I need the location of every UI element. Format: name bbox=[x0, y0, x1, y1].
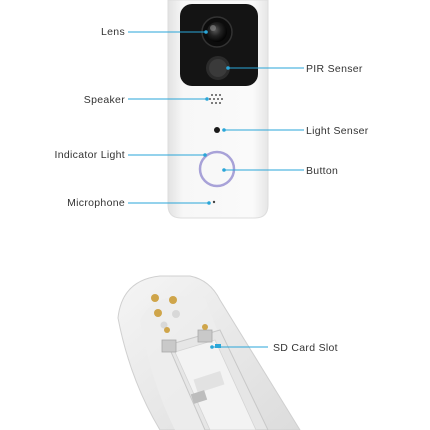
pir-sensor-icon bbox=[206, 56, 230, 80]
label-lens: Lens bbox=[101, 26, 125, 38]
label-light-sensor: Light Senser bbox=[306, 125, 369, 137]
label-button: Button bbox=[306, 165, 338, 177]
leader-lines-top bbox=[128, 30, 304, 205]
light-sensor-icon bbox=[214, 127, 220, 133]
button-icon bbox=[198, 150, 236, 188]
speaker-grille-icon bbox=[209, 94, 223, 104]
microphone-icon bbox=[212, 200, 216, 204]
leader-lines-bottom bbox=[210, 345, 268, 349]
label-speaker: Speaker bbox=[84, 94, 125, 106]
contact-pins-icon bbox=[151, 294, 180, 329]
battery-compartment bbox=[167, 329, 269, 430]
label-indicator-light: Indicator Light bbox=[55, 149, 125, 161]
doorbell-back-view bbox=[117, 275, 301, 430]
label-pir-sensor: PIR Senser bbox=[306, 63, 363, 75]
sd-card-slot-icon bbox=[161, 324, 221, 353]
lens-icon bbox=[201, 16, 233, 48]
label-microphone: Microphone bbox=[67, 197, 125, 209]
doorbell-front-view bbox=[167, 0, 269, 219]
label-sd-card-slot: SD Card Slot bbox=[273, 342, 338, 354]
